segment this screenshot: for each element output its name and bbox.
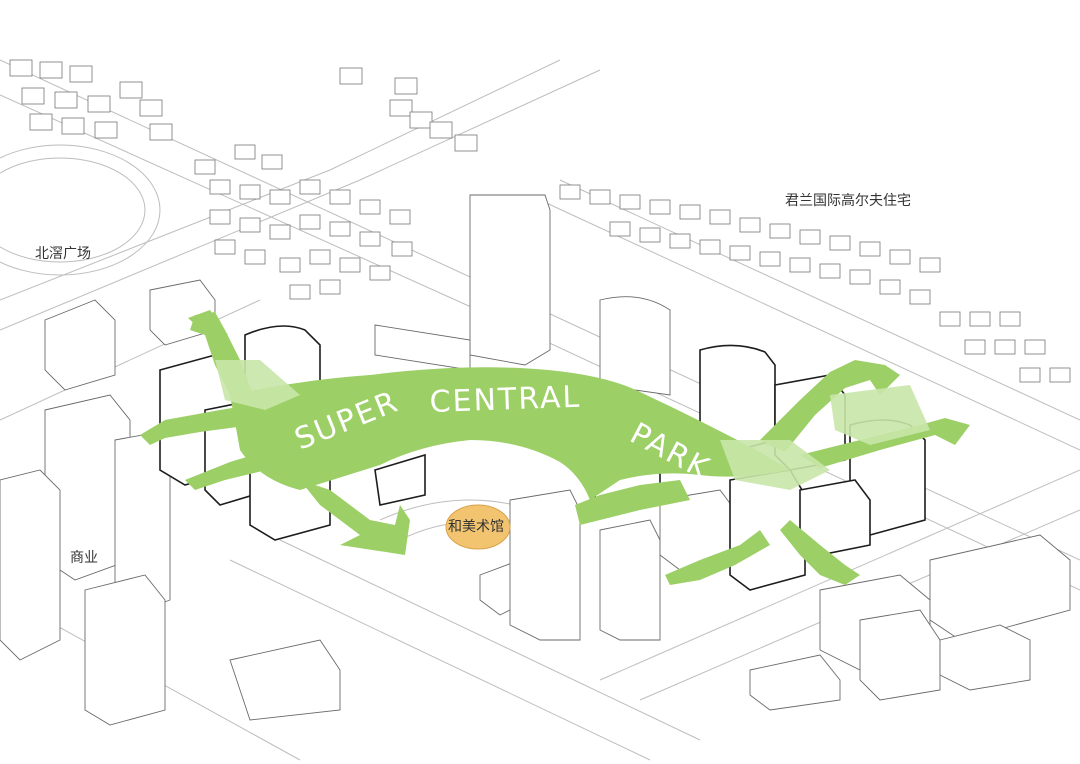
label-junlan: 君兰国际高尔夫住宅	[785, 192, 911, 208]
houses-right	[559, 184, 1071, 383]
houses-middle-left	[194, 144, 413, 300]
museum-shape	[445, 504, 511, 550]
label-beijiao: 北滘广场	[35, 245, 91, 261]
super-central-park	[140, 310, 970, 585]
label-shangye: 商业	[70, 549, 98, 565]
background-buildings	[0, 194, 1071, 726]
houses-top-left	[9, 59, 478, 152]
park-word-central: CENTRAL	[429, 380, 582, 420]
museum: 和美术馆	[445, 504, 511, 550]
museum-label: 和美术馆	[448, 518, 504, 534]
